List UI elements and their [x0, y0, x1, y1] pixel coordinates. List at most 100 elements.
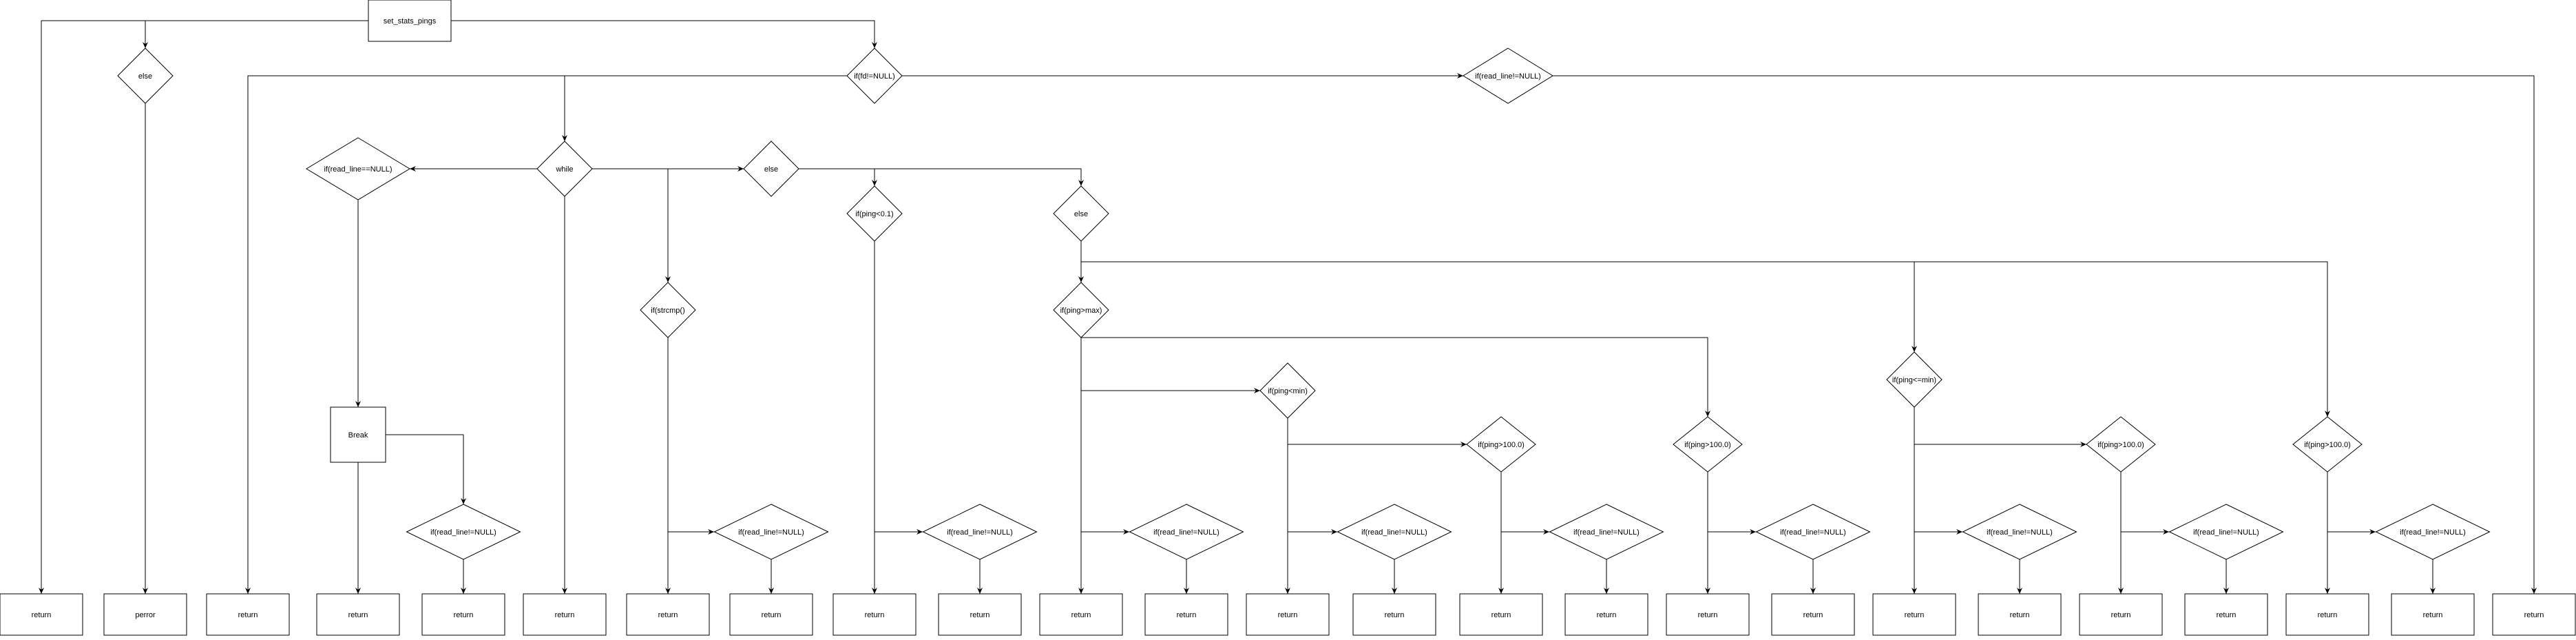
connector-arrow [245, 75, 847, 594]
rect-shape [330, 406, 386, 463]
connector-arrow [799, 168, 1084, 186]
decision-node-rl4[interactable]: if(read_line!=NULL) [1129, 504, 1244, 560]
process-node-r18[interactable]: return [1872, 593, 1956, 636]
decision-node-elseW[interactable]: else [743, 141, 799, 197]
decision-node-p100d[interactable]: if(ping>100.0) [2292, 416, 2363, 473]
process-node-r20[interactable]: return [2079, 593, 2163, 636]
process-node-r4[interactable]: return [421, 593, 505, 636]
process-node-r13[interactable]: return [1352, 593, 1436, 636]
decision-node-rl8[interactable]: if(read_line!=NULL) [1962, 504, 2077, 560]
process-node-r23[interactable]: return [2391, 593, 2475, 636]
decision-node-else1[interactable]: else [117, 48, 174, 104]
process-node-break[interactable]: Break [330, 406, 386, 463]
decision-node-p100c[interactable]: if(ping>100.0) [2086, 416, 2156, 473]
node-label: if(read_line!=NULL) [1361, 528, 1427, 537]
node-label: return [238, 611, 258, 619]
node-label: if(ping>100.0) [2304, 441, 2351, 449]
diamond-shape [306, 137, 410, 200]
node-label: if(ping<0.1) [855, 210, 893, 218]
rect-shape [316, 593, 400, 636]
connector-arrow [1081, 261, 2330, 417]
decision-node-rlNull[interactable]: if(read_line==NULL) [306, 137, 410, 200]
node-label: else [1074, 210, 1088, 218]
decision-node-p100b[interactable]: if(ping>100.0) [1673, 416, 1743, 473]
node-label: else [764, 165, 778, 174]
diamond-shape [1549, 504, 1664, 560]
node-label: return [555, 611, 575, 619]
process-node-r17[interactable]: return [1771, 593, 1855, 636]
decision-node-rl6[interactable]: if(read_line!=NULL) [1549, 504, 1664, 560]
node-label: Break [348, 431, 368, 440]
node-label: return [1803, 611, 1823, 619]
decision-node-pmin[interactable]: if(ping<min) [1259, 362, 1316, 419]
decision-node-pmin2[interactable]: if(ping<=min) [1886, 351, 1943, 408]
decision-node-rl3[interactable]: if(read_line!=NULL) [922, 504, 1038, 560]
decision-node-p100a[interactable]: if(ping>100.0) [1466, 416, 1536, 473]
diamond-shape [922, 504, 1038, 560]
process-node-r12[interactable]: return [1246, 593, 1330, 636]
process-node-r5[interactable]: return [523, 593, 607, 636]
rect-shape [1144, 593, 1228, 636]
process-node-r11[interactable]: return [1144, 593, 1228, 636]
process-node-r0[interactable]: return [0, 593, 83, 636]
rect-shape [1459, 593, 1543, 636]
decision-node-else2[interactable]: else [1053, 185, 1109, 242]
node-label: return [348, 611, 368, 619]
diamond-shape [846, 48, 903, 104]
connector-arrow [1081, 337, 1710, 417]
process-node-r2[interactable]: return [206, 593, 290, 636]
process-node-r7[interactable]: return [729, 593, 813, 636]
node-label: return [1491, 611, 1511, 619]
process-node-r14[interactable]: return [1459, 593, 1543, 636]
process-node-r21[interactable]: return [2184, 593, 2268, 636]
node-label: return [970, 611, 990, 619]
node-label: if(read_line!=NULL) [1780, 528, 1846, 537]
node-label: return [32, 611, 52, 619]
node-label: return [1597, 611, 1617, 619]
process-node-r16[interactable]: return [1666, 593, 1750, 636]
node-label: if(strcmp() [651, 307, 685, 315]
node-label: if(read_line!=NULL) [1475, 72, 1541, 81]
decision-node-rlTop[interactable]: if(read_line!=NULL) [1463, 48, 1553, 104]
process-node-r10[interactable]: return [1039, 593, 1123, 636]
process-node-r8[interactable]: return [833, 593, 917, 636]
node-label: if(read_line!=NULL) [2400, 528, 2466, 537]
decision-node-while[interactable]: while [536, 141, 593, 197]
process-node-r6[interactable]: return [626, 593, 710, 636]
node-label: return [762, 611, 782, 619]
node-label: return [2217, 611, 2237, 619]
decision-node-strcmp[interactable]: if(strcmp() [640, 282, 696, 338]
diamond-shape [1755, 504, 1871, 560]
process-node-r15[interactable]: return [1564, 593, 1648, 636]
node-label: if(ping>100.0) [1478, 441, 1525, 449]
process-node-r1[interactable]: perror [103, 593, 187, 636]
rect-shape [2184, 593, 2268, 636]
decision-node-rl5[interactable]: if(read_line!=NULL) [1337, 504, 1452, 560]
process-node-r22[interactable]: return [2285, 593, 2369, 636]
decision-node-fd[interactable]: if(fd!=NULL) [846, 48, 903, 104]
process-node-r3[interactable]: return [316, 593, 400, 636]
diamond-shape [2375, 504, 2491, 560]
process-node-r9[interactable]: return [938, 593, 1022, 636]
process-node-r24[interactable]: return [2492, 593, 2576, 636]
decision-node-rl2[interactable]: if(read_line!=NULL) [713, 504, 829, 560]
diamond-shape [2168, 504, 2284, 560]
process-node-start[interactable]: set_stats_pings [368, 0, 452, 42]
process-node-r19[interactable]: return [1978, 593, 2062, 636]
decision-node-rl1[interactable]: if(read_line!=NULL) [406, 504, 521, 560]
node-label: return [658, 611, 678, 619]
decision-node-rl9[interactable]: if(read_line!=NULL) [2168, 504, 2284, 560]
node-label: if(ping>100.0) [2097, 441, 2144, 449]
decision-node-rl7[interactable]: if(read_line!=NULL) [1755, 504, 1871, 560]
diamond-shape [846, 185, 903, 242]
diamond-shape [1673, 416, 1743, 473]
node-label: else [138, 72, 152, 81]
decision-node-pmax[interactable]: if(ping>max) [1053, 282, 1109, 338]
rect-shape [103, 593, 187, 636]
decision-node-ping01[interactable]: if(ping<0.1) [846, 185, 903, 242]
diamond-shape [1337, 504, 1452, 560]
decision-node-rl10[interactable]: if(read_line!=NULL) [2375, 504, 2491, 560]
rect-shape [2285, 593, 2369, 636]
